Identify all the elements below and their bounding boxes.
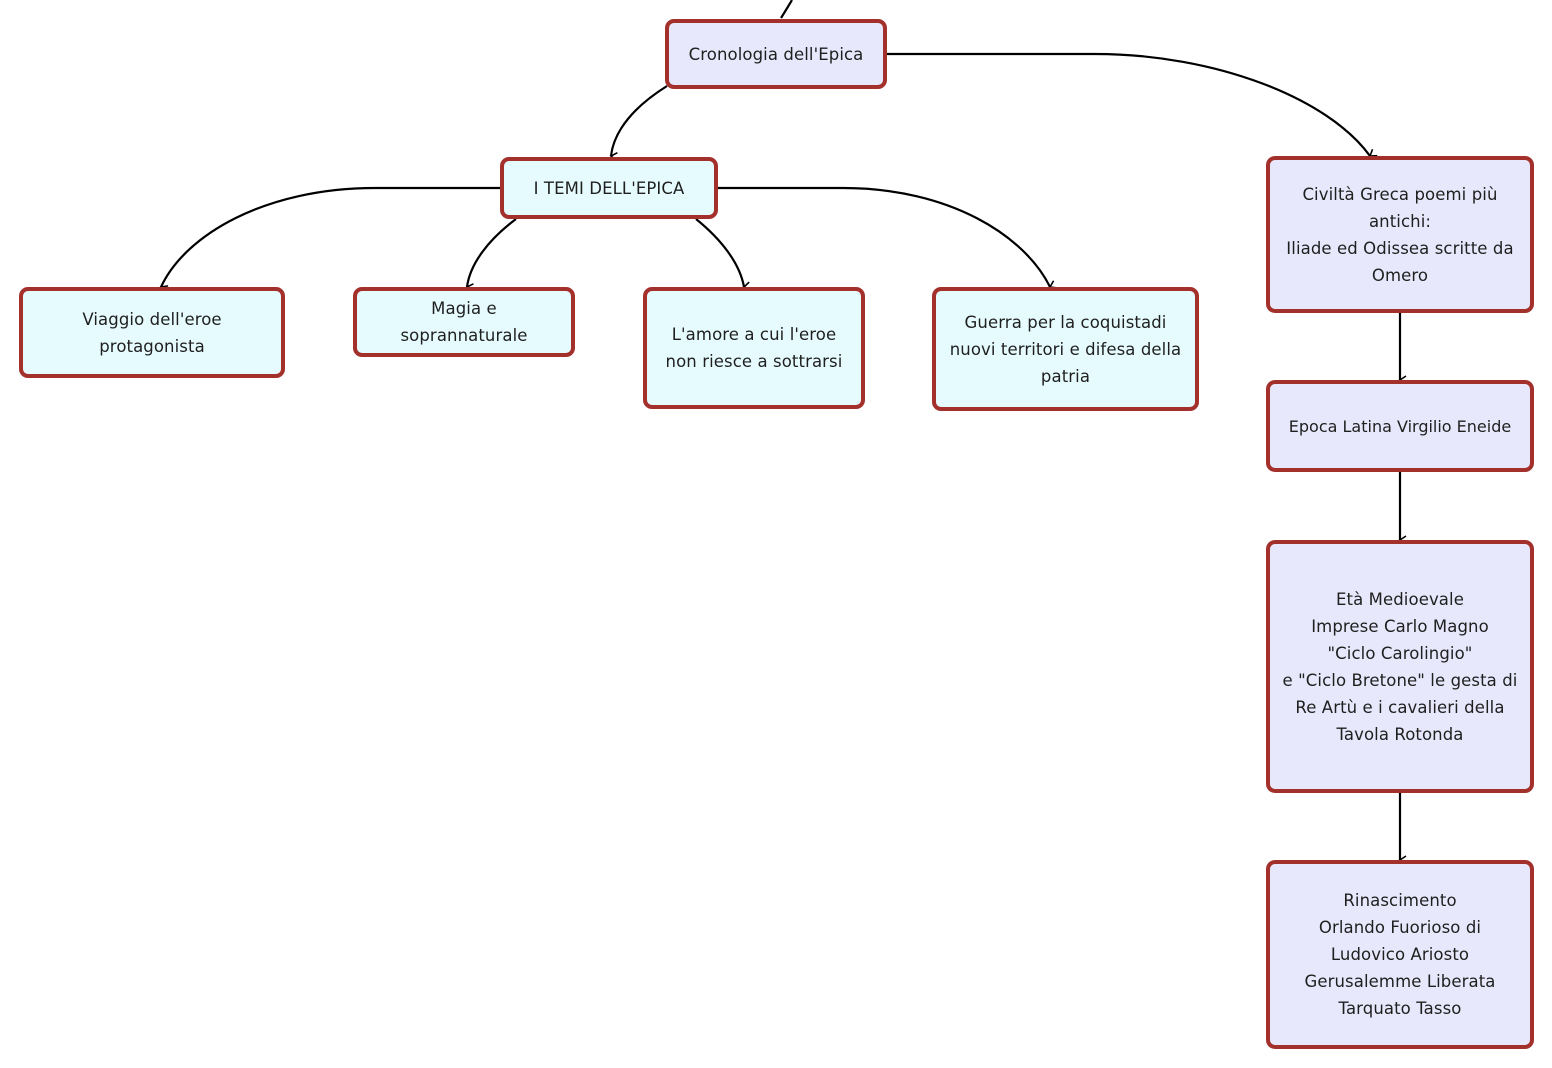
node-rinascimento[interactable]: Rinascimento Orlando Fuorioso di Ludovic… [1266,860,1534,1049]
node-cronologia-epica[interactable]: Cronologia dell'Epica [665,19,887,89]
connector-temi-to-magia [465,218,517,293]
connector-temi-to-viaggio [159,186,500,294]
node-civilta-greca[interactable]: Civiltà Greca poemi più antichi: Iliade … [1266,156,1534,313]
connector-cronologia-to-temi [609,85,668,162]
connector-temi-to-amore [695,218,751,291]
node-eta-medioevale[interactable]: Età Medioevale Imprese Carlo Magno "Cicl… [1266,540,1534,793]
node-guerra-territori[interactable]: Guerra per la coquistadi nuovi territori… [932,287,1199,411]
node-viaggio-eroe[interactable]: Viaggio dell'eroe protagonista [19,287,285,378]
connector-cronologia-to-greca [887,52,1378,157]
connector-temi-to-guerra [718,186,1058,289]
connector-incoming-to-cronologia [780,0,793,19]
node-temi-epica[interactable]: I TEMI DELL'EPICA [500,157,718,219]
node-amore-eroe[interactable]: L'amore a cui l'eroe non riesce a sottra… [643,287,865,409]
node-epoca-latina[interactable]: Epoca Latina Virgilio Eneide [1266,380,1534,472]
node-magia-soprannaturale[interactable]: Magia e soprannaturale [353,287,575,357]
